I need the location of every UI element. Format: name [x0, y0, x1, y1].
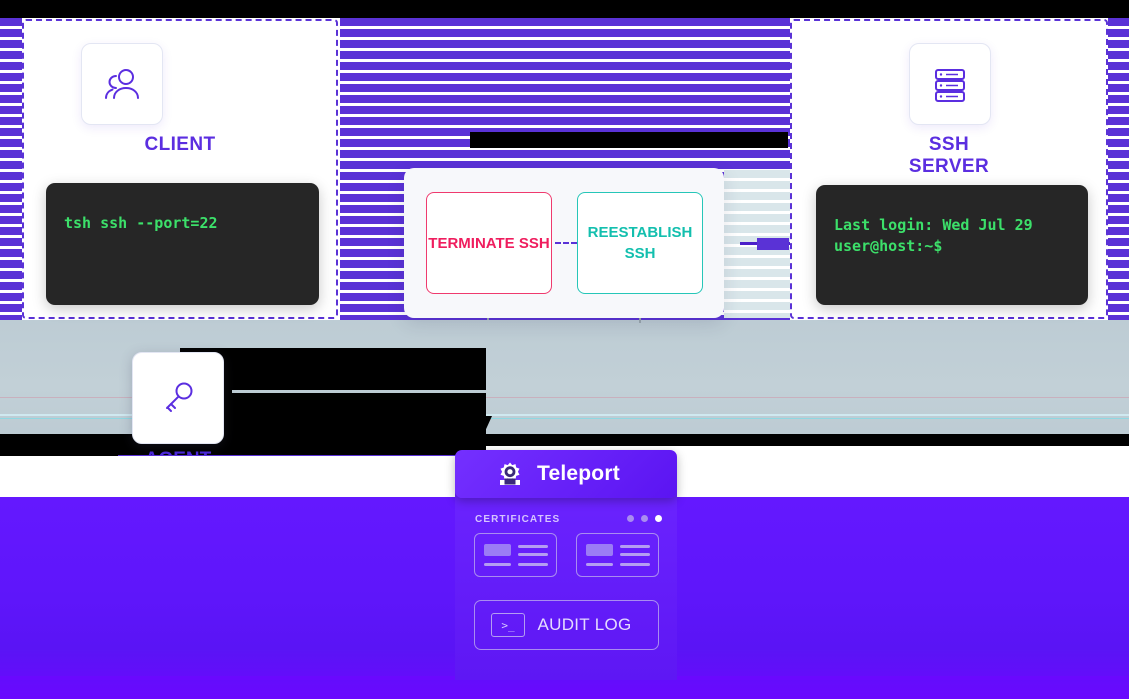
certificate-chip-icon [484, 544, 511, 556]
teleport-panel-body [455, 480, 677, 680]
certificate-line [518, 563, 548, 566]
carousel-dots[interactable] [627, 515, 662, 522]
teleport-title: Teleport [537, 462, 620, 485]
certificate-card[interactable] [576, 533, 659, 577]
certificate-card[interactable] [474, 533, 557, 577]
midband-hairline [0, 397, 1129, 398]
certificate-line [518, 545, 548, 548]
ssh-server-label-line1: SSH [928, 134, 970, 155]
audit-log-button[interactable]: >_ AUDIT LOG [474, 600, 659, 650]
render-artifact-center [180, 348, 486, 440]
certificate-line [586, 563, 613, 566]
reestablish-ssh-box: REESTABLISH SSH [577, 192, 703, 294]
agent-node: AGENT [132, 352, 224, 470]
midband-teal-line-2 [0, 418, 1129, 419]
carousel-dot-3[interactable] [655, 515, 662, 522]
certificate-line [620, 563, 650, 566]
render-artifact-lower-right [486, 434, 1129, 446]
top-black-bar [0, 0, 1129, 18]
ssh-server-panel: SSH SERVER Last login: Wed Jul 29 user@h… [790, 19, 1108, 319]
render-artifact-center-line [232, 390, 486, 393]
terminal-prompt-icon: >_ [491, 613, 525, 637]
render-artifact-arrow [472, 416, 492, 438]
ssh-server-label-line2: SERVER [908, 156, 990, 177]
proxy-dashed-link [555, 242, 577, 244]
certificate-line [620, 545, 650, 548]
certificate-line [620, 553, 650, 556]
stripe-connector-nub [757, 238, 789, 250]
server-rack-icon [909, 43, 991, 125]
stripe-band-right [1108, 18, 1129, 320]
client-panel: CLIENT tsh ssh --port=22 [22, 19, 338, 319]
white-gap-left [0, 456, 486, 497]
certificate-line [484, 563, 511, 566]
teleport-header[interactable]: Teleport [455, 450, 677, 498]
certificate-line [518, 553, 548, 556]
gear-icon [495, 459, 525, 489]
proxy-card: TERMINATE SSH REESTABLISH SSH [404, 168, 724, 318]
client-label: CLIENT [144, 134, 216, 155]
server-terminal: Last login: Wed Jul 29 user@host:~$ [816, 185, 1088, 305]
render-artifact-lower-left [0, 434, 486, 456]
audit-log-label: AUDIT LOG [537, 615, 632, 634]
carousel-dot-1[interactable] [627, 515, 634, 522]
stripe-band-left [0, 18, 22, 320]
key-icon [132, 352, 224, 444]
carousel-dot-2[interactable] [641, 515, 648, 522]
certificates-label: CERTIFICATES [475, 514, 561, 525]
users-icon [81, 43, 163, 125]
terminate-ssh-box: TERMINATE SSH [426, 192, 552, 294]
midband-teal-line [0, 414, 1129, 416]
render-artifact-top [470, 132, 788, 148]
certificate-chip-icon [586, 544, 613, 556]
client-terminal: tsh ssh --port=22 [46, 183, 319, 305]
white-gap-right [677, 446, 1129, 497]
